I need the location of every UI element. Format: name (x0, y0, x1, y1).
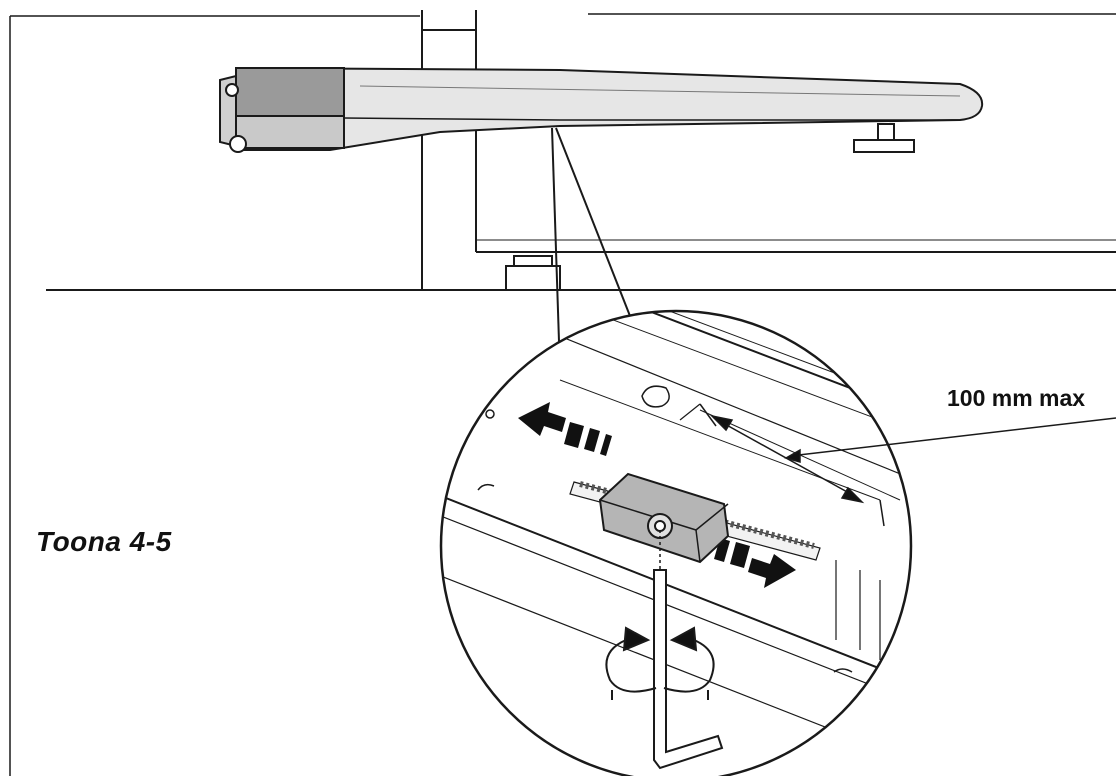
gate-opener-arm (219, 66, 984, 153)
gate-post (421, 10, 1116, 290)
hinge-block (505, 255, 561, 291)
dimension-label: 100 mm max (947, 385, 1086, 411)
slide-left-arrow (518, 402, 612, 456)
zoom-callout (551, 127, 631, 373)
figure-label: Toona 4-5 (36, 526, 172, 557)
frame (9, 13, 1116, 776)
rotate-arrows-icon (605, 626, 715, 700)
adjustment-nut (598, 472, 730, 564)
dimension-leader (784, 417, 1116, 463)
detail-magnifier (439, 309, 1116, 776)
hex-key-icon (653, 530, 724, 770)
